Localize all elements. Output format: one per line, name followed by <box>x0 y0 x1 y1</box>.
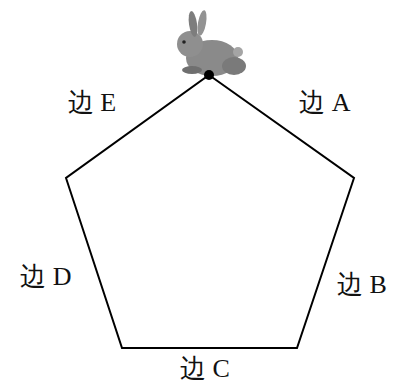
rabbit-figure <box>177 10 246 76</box>
start-dot <box>204 70 214 80</box>
edge-label: 边 B <box>337 272 387 298</box>
edge-label: 边 A <box>299 90 350 116</box>
pentagon-outline <box>66 75 354 348</box>
edge-label: 边 D <box>20 264 71 290</box>
edge-label: 边 C <box>180 356 230 382</box>
edge-label: 边 E <box>68 90 116 116</box>
